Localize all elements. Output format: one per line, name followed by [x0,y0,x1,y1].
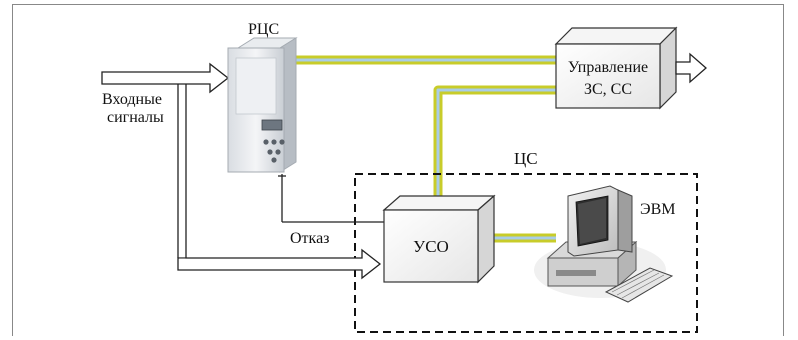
label-fault: Отказ [290,230,330,247]
input-arrow-to-rcs [102,64,228,92]
label-control-line2: ЗС, СС [584,81,632,98]
label-cs: ЦС [514,149,538,168]
label-uso: УСО [413,237,449,256]
cable-uso-to-control [438,90,560,200]
label-rcs: РЦС [248,21,279,38]
fault-line [278,174,384,222]
rcs-device [228,38,296,172]
label-inputs-line2: сигналы [107,109,164,126]
input-branch-line [178,84,186,258]
label-computer: ЭВМ [640,201,675,218]
output-arrow [676,54,706,82]
label-control-line1: Управление [568,59,648,76]
input-arrow-to-uso [178,250,380,278]
label-inputs-line1: Входные [102,91,162,108]
